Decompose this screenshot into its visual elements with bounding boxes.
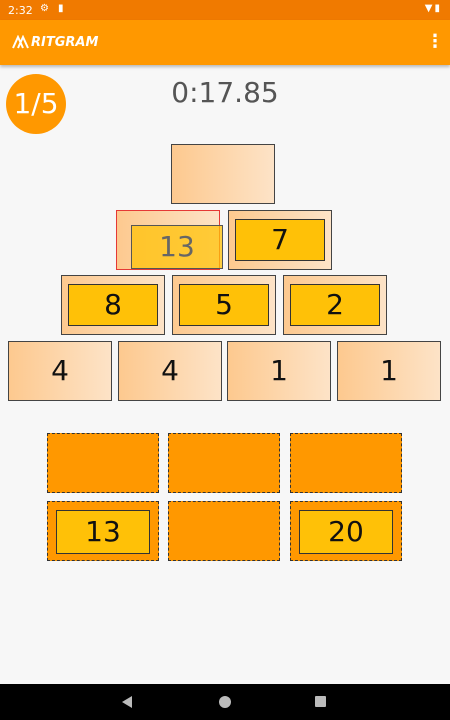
pyramid-cell[interactable]: 2	[283, 275, 387, 335]
pyramid-cell[interactable]: 7	[228, 210, 332, 270]
number-tile[interactable]: 13	[56, 510, 150, 554]
wifi-icon: ▼	[424, 3, 435, 14]
base-value: 4	[161, 354, 179, 387]
level-counter: 1/5	[6, 74, 66, 134]
tile-slot[interactable]: 13	[47, 501, 159, 561]
pyramid-cell[interactable]: 8	[61, 275, 165, 335]
pyramid-base-cell: 4	[8, 341, 112, 401]
tile-slot[interactable]	[168, 433, 280, 493]
nav-bar	[0, 684, 450, 720]
pyramid-base-cell: 1	[227, 341, 331, 401]
number-tile[interactable]: 8	[68, 284, 158, 326]
battery-icon: ▮	[434, 3, 442, 14]
gear-icon: ⚙	[40, 3, 49, 14]
pyramid-cell[interactable]: 5	[172, 275, 276, 335]
status-time: 2:32	[8, 4, 33, 17]
app-bar: RITGRAM ⋮	[0, 20, 450, 65]
back-icon[interactable]	[122, 696, 133, 708]
tile-slot[interactable]: 20	[290, 501, 402, 561]
app-logo: RITGRAM	[12, 33, 98, 51]
number-tile[interactable]: 7	[235, 219, 325, 261]
more-vert-icon[interactable]: ⋮	[426, 31, 444, 52]
logo-icon	[12, 35, 29, 49]
sd-card-icon: ▮	[58, 3, 64, 14]
pyramid-base-cell: 4	[118, 341, 222, 401]
tile-slot[interactable]	[47, 433, 159, 493]
dragging-tile[interactable]: 13	[131, 225, 223, 269]
timer: 0:17.85	[171, 76, 279, 109]
recents-icon[interactable]	[315, 696, 326, 707]
base-value: 4	[51, 354, 69, 387]
base-value: 1	[270, 354, 288, 387]
tile-slot[interactable]	[168, 501, 280, 561]
pyramid-base-cell: 1	[337, 341, 441, 401]
tile-slot[interactable]	[290, 433, 402, 493]
number-tile[interactable]: 2	[290, 284, 380, 326]
base-value: 1	[380, 354, 398, 387]
status-right-icons: ▼▮	[425, 3, 442, 14]
pyramid-cell[interactable]	[171, 144, 275, 204]
home-icon[interactable]	[219, 696, 231, 708]
app-title: RITGRAM	[31, 34, 99, 50]
number-tile[interactable]: 5	[179, 284, 269, 326]
number-tile[interactable]: 20	[299, 510, 393, 554]
status-bar: 2:32 ⚙ ▮ ▼▮	[0, 0, 450, 20]
